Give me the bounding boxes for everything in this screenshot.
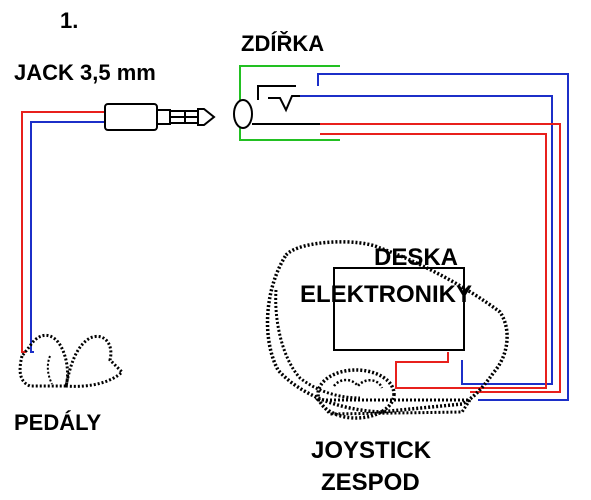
jack-neck (156, 109, 171, 125)
socket-red-wire-outer (320, 123, 561, 393)
jack-plug (104, 103, 216, 131)
joystick-stick-detail (333, 378, 384, 389)
pedals-label: PEDÁLY (14, 410, 102, 435)
socket-wires (300, 73, 569, 401)
joystick-outer-shape (265, 240, 509, 414)
board-rectangle (333, 267, 465, 351)
joystick-label-line1: JOYSTICK (311, 437, 432, 464)
socket-red-wire-inner (320, 133, 547, 389)
board-label-line1: DESKA (374, 244, 458, 271)
joystick-stick-bottom (316, 368, 396, 420)
socket-opening (233, 99, 253, 129)
joystick-inner-shape (274, 289, 361, 400)
pedal-red-wire (21, 111, 105, 353)
pedal-wires (21, 111, 105, 353)
pedals (18, 333, 125, 388)
pedal-divider (46, 355, 53, 385)
jack-label: JACK 3,5 mm (14, 60, 156, 85)
socket-blue-wire-inner (300, 95, 553, 385)
pedal-right (64, 335, 125, 388)
joystick-label-line2: ZESPOD (321, 469, 420, 496)
socket-blue-wire-outer (317, 73, 569, 401)
socket (233, 65, 340, 141)
jack-body (104, 103, 158, 131)
board-label-line2: ELEKTRONIKY (300, 281, 472, 308)
joystick-outline (265, 240, 509, 420)
pedal-blue-wire (30, 121, 105, 353)
socket-label: ZDÍŘKA (241, 31, 324, 56)
electronics-board (333, 267, 465, 351)
step-number: 1. (60, 8, 78, 33)
pedal-left (18, 333, 70, 388)
jack-tip (197, 108, 216, 126)
socket-spring-contact (257, 85, 300, 113)
